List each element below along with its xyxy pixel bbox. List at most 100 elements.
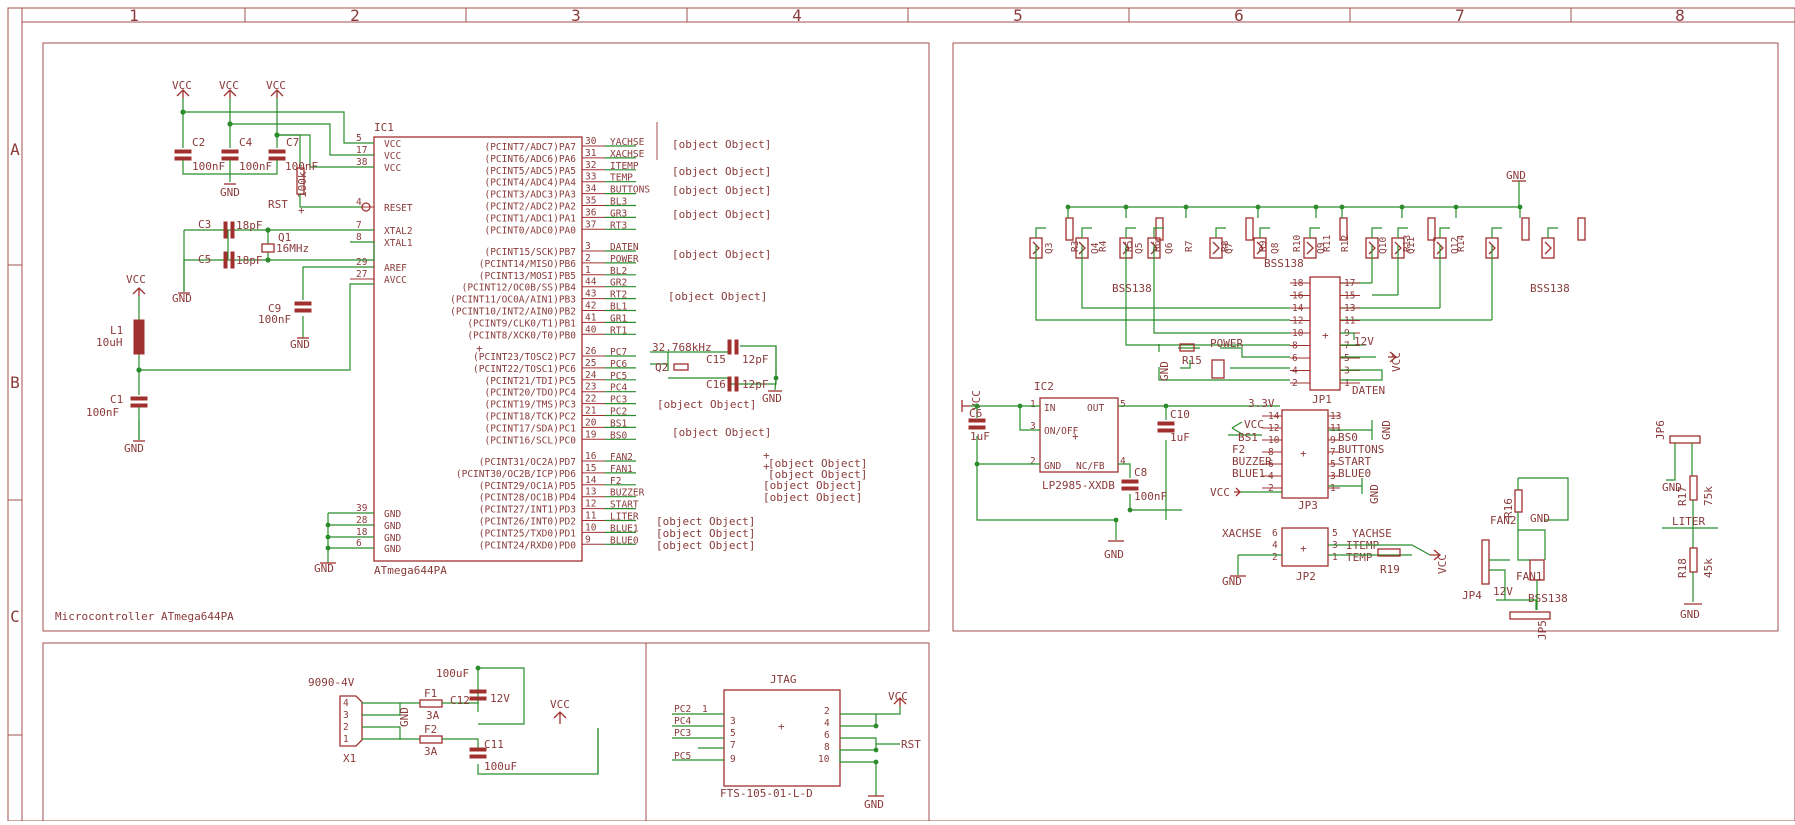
note-bt-rxd: [object Object]	[656, 539, 755, 552]
capacitor-c5: C5 18pF	[198, 251, 263, 269]
svg-text:BUZZER: BUZZER	[1232, 455, 1272, 468]
svg-text:GND: GND	[290, 338, 310, 351]
fet-ref: Q9	[1316, 242, 1327, 254]
gnd-symbol: GND	[290, 337, 310, 351]
svg-text:75k: 75k	[1702, 486, 1715, 506]
gnd-symbol: GND	[172, 292, 192, 305]
net-3v3: 3.3V	[1248, 397, 1275, 410]
resistor-ref: R5	[1124, 241, 1135, 252]
svg-text:12: 12	[585, 499, 596, 510]
bss-label: BSS138	[1530, 282, 1570, 295]
fan-driver: JP4 R16 FAN2 FAN1 BSS138 12V GND JP5	[1462, 477, 1569, 640]
svg-text:GND: GND	[1680, 608, 1700, 621]
svg-text:1: 1	[702, 704, 708, 715]
svg-text:38: 38	[356, 157, 368, 168]
svg-text:3: 3	[585, 241, 591, 252]
fet-ref: Q7	[1224, 243, 1235, 254]
svg-text:JP4: JP4	[1462, 589, 1482, 602]
svg-text:JP3: JP3	[1298, 499, 1318, 512]
svg-text:C12: C12	[450, 694, 470, 707]
resistor-ref: R7	[1184, 241, 1195, 252]
net-label: BLUE1	[610, 523, 639, 534]
fet-ref: Q8	[1270, 242, 1281, 254]
svg-text:43: 43	[585, 289, 596, 300]
inductor-l1: L1 10uH	[96, 319, 145, 355]
svg-text:1: 1	[1030, 399, 1036, 410]
net-label: PC5	[610, 371, 627, 382]
svg-text:C3: C3	[198, 218, 211, 231]
resistor	[1065, 217, 1074, 241]
note-bt-txd: [object Object]	[656, 527, 755, 540]
svg-text:3A: 3A	[424, 745, 438, 758]
svg-text:(PCINT31/OC2A)PD7: (PCINT31/OC2A)PD7	[479, 457, 576, 468]
svg-text:40: 40	[585, 324, 597, 335]
svg-text:GND: GND	[384, 544, 401, 555]
resistor-ref: R9	[1258, 240, 1269, 252]
svg-text:RST: RST	[901, 738, 921, 751]
fet-ref: Q6	[1164, 242, 1175, 254]
svg-text:+: +	[298, 204, 305, 217]
svg-text:(PCINT3/ADC3)PA3: (PCINT3/ADC3)PA3	[484, 190, 576, 201]
svg-text:100nF: 100nF	[258, 313, 291, 326]
svg-text:BLUE1: BLUE1	[1232, 467, 1265, 480]
svg-text:3: 3	[730, 716, 736, 727]
svg-text:10uH: 10uH	[96, 336, 123, 349]
svg-text:C4: C4	[239, 136, 253, 149]
capacitor-c3: C3 18pF	[198, 218, 263, 239]
net-label: POWER	[610, 254, 639, 265]
svg-text:GND: GND	[384, 533, 401, 544]
svg-text:30: 30	[585, 136, 597, 147]
vcc-symbol: VCC	[172, 79, 192, 98]
svg-text:(PCINT5/ADC5)PA5: (PCINT5/ADC5)PA5	[484, 166, 576, 177]
svg-text:C16: C16	[706, 378, 726, 391]
mosfet-power	[1211, 359, 1225, 379]
svg-text:7: 7	[730, 740, 736, 751]
svg-text:3: 3	[343, 710, 349, 721]
svg-text:100nF: 100nF	[86, 406, 119, 419]
svg-text:5: 5	[356, 133, 362, 144]
mcu-ic1: IC1 ATmega644PA	[373, 121, 583, 577]
svg-text:(PCINT27/INT1)PD3: (PCINT27/INT1)PD3	[479, 505, 576, 516]
svg-text:C10: C10	[1170, 408, 1190, 421]
svg-text:4: 4	[356, 197, 362, 208]
column-label: 6	[1234, 6, 1244, 25]
svg-text:(PCINT1/ADC1)PA1: (PCINT1/ADC1)PA1	[484, 213, 576, 224]
svg-text:10: 10	[585, 522, 597, 533]
resistor-ref: R11	[1322, 235, 1333, 252]
regulator: IC2 LP2985-XXDB IN OUT ON/OFF GND NC/FB …	[961, 380, 1280, 561]
svg-text:37: 37	[585, 219, 596, 230]
net-label: LITER	[610, 512, 639, 523]
svg-text:+: +	[1322, 329, 1329, 342]
svg-text:AREF: AREF	[384, 263, 407, 274]
column-label: 3	[571, 6, 581, 25]
capacitor-c15: C15 12pF	[706, 339, 769, 366]
svg-text:6: 6	[356, 538, 362, 549]
svg-text:AVCC: AVCC	[384, 275, 407, 286]
svg-text:27: 27	[356, 269, 367, 280]
svg-text:VCC: VCC	[384, 163, 401, 174]
net-label: BLUE0	[610, 535, 639, 546]
svg-text:+: +	[1300, 542, 1307, 555]
svg-text:VCC: VCC	[1436, 554, 1449, 574]
svg-text:16MHz: 16MHz	[276, 242, 309, 255]
svg-text:24: 24	[585, 370, 597, 381]
row-label: B	[10, 373, 20, 392]
resistor-ref: R12	[1340, 235, 1351, 252]
svg-text:VCC: VCC	[219, 79, 239, 92]
vcc-rot: VCC	[961, 390, 983, 412]
note-jtag: [object Object]	[657, 398, 756, 411]
svg-text:100nF: 100nF	[192, 160, 225, 173]
svg-text:31: 31	[585, 148, 597, 159]
svg-text:35: 35	[585, 196, 596, 207]
svg-text:C11: C11	[484, 738, 504, 751]
svg-text:3: 3	[1030, 421, 1036, 432]
